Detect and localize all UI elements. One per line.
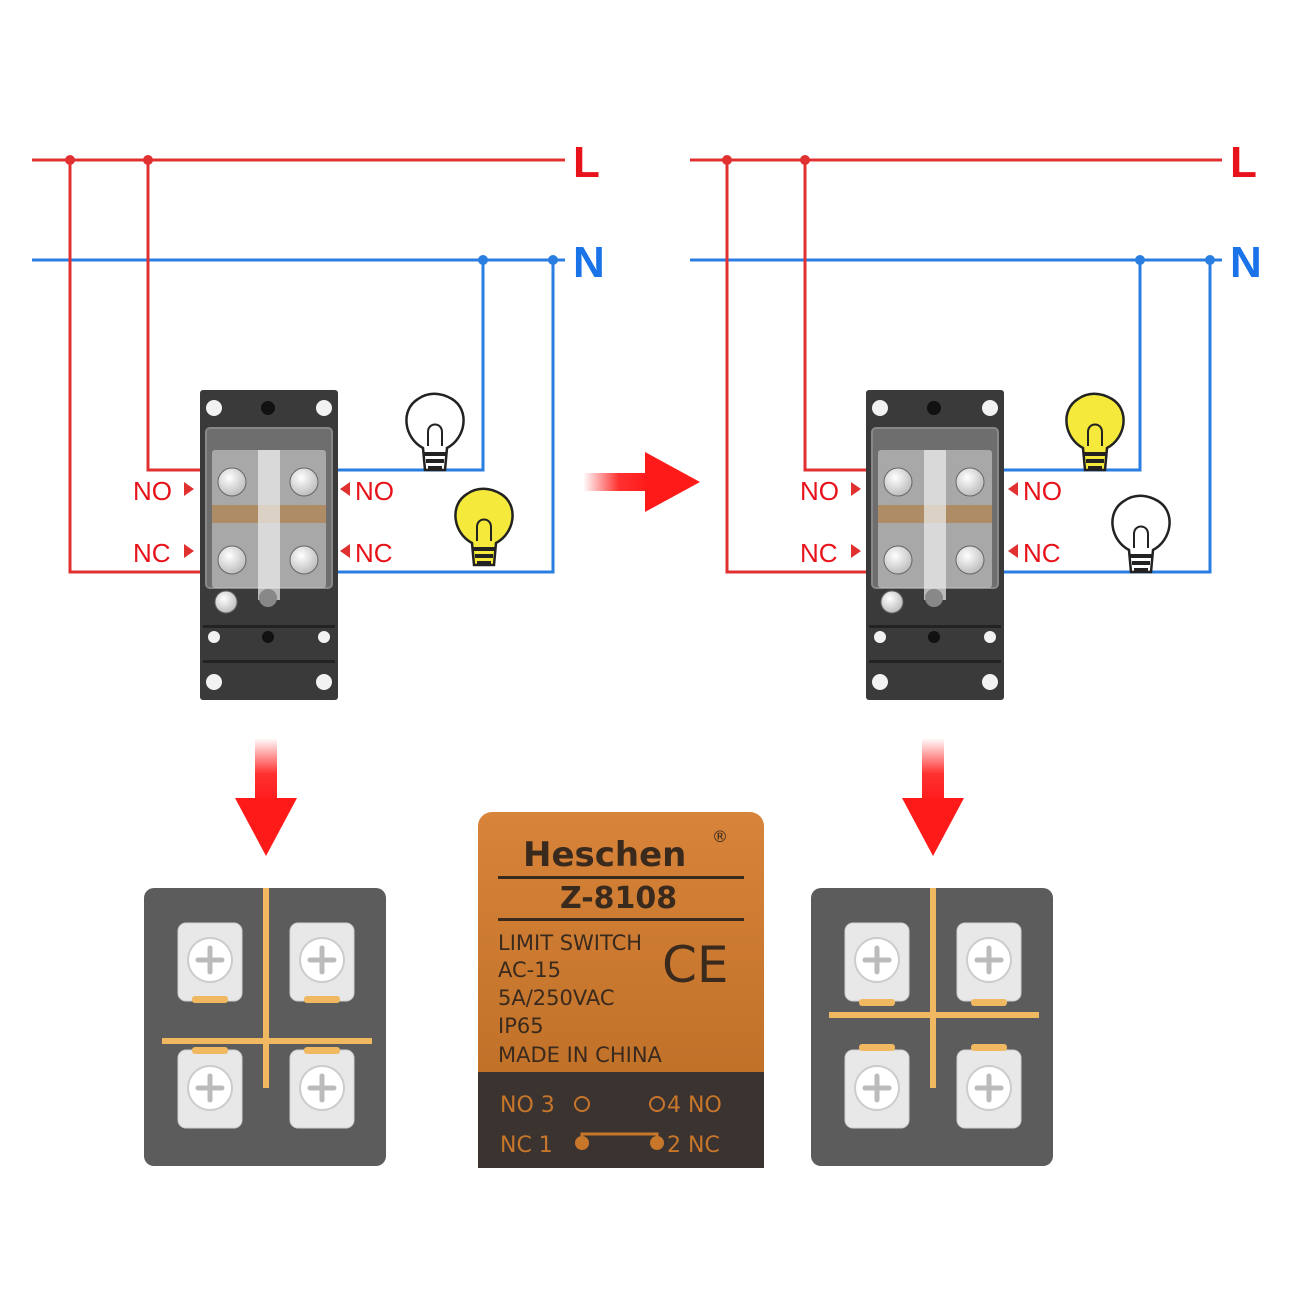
junction-dot [65,155,75,165]
nc-neutral-branch [988,260,1212,574]
line-label: L [1230,138,1257,187]
no-label-left: NO [800,476,839,506]
nc-line-branch [68,160,215,574]
pointer-icon [340,482,350,496]
pointer-icon [184,482,194,496]
wiring-nc-right: 2 NC [667,1133,720,1158]
pointer-icon [851,482,861,496]
spec-line-4: IP65 [498,1014,544,1038]
junction-dot [1135,255,1145,265]
no-label-left: NO [133,476,172,506]
terminal-panel-left [144,888,386,1166]
nc-line-branch [725,160,882,574]
diagram-right: L N NO NO NC NC [690,138,1262,700]
registered-mark: ® [712,827,728,846]
pointer-icon [1008,482,1018,496]
pointer-icon [851,544,861,558]
nc-label-right: NC [1023,538,1061,568]
terminal-open-icon [649,1096,665,1112]
nc-label-left: NC [133,538,171,568]
junction-dot [143,155,153,165]
nc-neutral-branch [320,260,555,574]
no-label-right: NO [1023,476,1062,506]
lamp-off-icon [405,392,465,472]
line-label: L [573,138,600,187]
brand-name: Heschen [523,835,686,875]
pointer-icon [1008,544,1018,558]
spec-line-3: 5A/250VAC [498,986,615,1010]
terminal-screw [289,922,355,1003]
limit-switch-body [200,390,338,700]
junction-dot [548,255,558,265]
ce-mark: CE [662,936,729,994]
spec-line-5: MADE IN CHINA [498,1043,663,1067]
model-number: Z-8108 [560,881,677,916]
diagram-left: L N NO NO NC NC [32,138,605,700]
terminal-screw [844,922,910,1006]
terminal-screw [289,1047,355,1129]
pointer-icon [184,544,194,558]
terminal-closed-icon [650,1136,664,1150]
no-line-branch [146,160,215,472]
terminal-panel-right [811,888,1053,1166]
terminal-screw [956,1044,1022,1129]
wiring-nc-left: NC 1 [500,1133,553,1158]
wiring-no-left: NO 3 [500,1093,555,1118]
lamp-on-icon [1065,392,1125,472]
terminal-screw [844,1044,910,1129]
no-line-branch [803,160,882,472]
lamp-on-icon [454,487,514,567]
product-label-plate: Heschen ® Z-8108 LIMIT SWITCH AC-15 5A/2… [478,812,764,1168]
neutral-label: N [573,238,605,287]
junction-dot [1205,255,1215,265]
no-neutral-branch [988,260,1142,472]
down-arrow-left-icon [235,738,297,856]
lamp-off-icon [1111,494,1171,574]
nc-label-left: NC [800,538,838,568]
terminal-screw [177,1047,243,1129]
terminal-screw [177,922,243,1003]
terminal-screw [956,922,1022,1006]
terminal-open-icon [574,1096,590,1112]
pointer-icon [340,544,350,558]
no-neutral-branch [320,260,485,472]
down-arrow-right-icon [902,738,964,856]
wiring-no-right: 4 NO [667,1093,722,1118]
no-label-right: NO [355,476,394,506]
limit-switch-body [866,390,1004,700]
transition-arrow-icon [583,452,700,512]
spec-line-2: AC-15 [498,958,561,982]
spec-line-1: LIMIT SWITCH [498,931,642,955]
neutral-label: N [1230,238,1262,287]
junction-dot [478,255,488,265]
junction-dot [722,155,732,165]
nc-label-right: NC [355,538,393,568]
junction-dot [800,155,810,165]
